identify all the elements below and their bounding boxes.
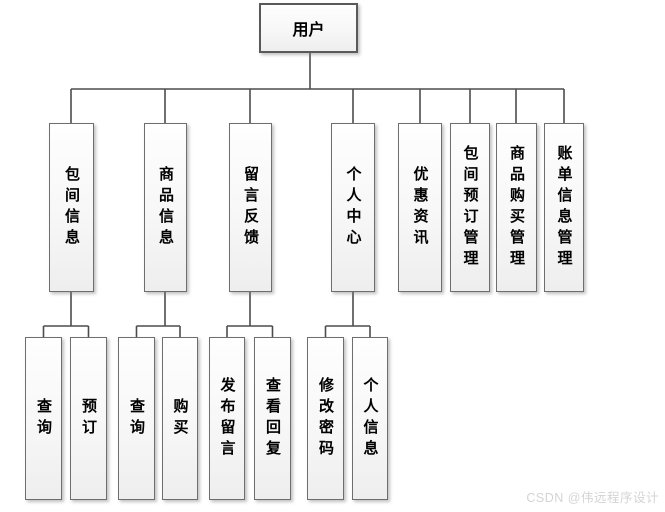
node-product-query: 查询: [118, 337, 155, 500]
node-product-info-label: 商品信息: [157, 165, 174, 250]
node-room-query-label: 查询: [35, 397, 52, 440]
node-change-password-label: 修改密码: [317, 376, 334, 461]
node-personal-center: 个人中心: [331, 123, 375, 292]
node-room-booking-mgmt: 包间预订管理: [450, 123, 490, 292]
connector-room-info-children: [42, 291, 90, 337]
node-bill-info-mgmt: 账单信息管理: [544, 123, 584, 292]
node-bill-info-mgmt-label: 账单信息管理: [555, 144, 573, 271]
node-product-buy: 购买: [162, 337, 198, 500]
node-product-buy-label: 购买: [171, 397, 189, 440]
node-room-reserve-label: 预订: [80, 397, 97, 440]
connector-product-info-children: [135, 291, 181, 337]
node-room-info: 包间信息: [49, 123, 94, 292]
node-discount-news-label: 优惠资讯: [411, 165, 429, 250]
connector-level2-drops: [70, 89, 565, 123]
node-post-message-label: 发布留言: [218, 376, 236, 461]
node-personal-info: 个人信息: [352, 337, 388, 500]
node-room-booking-mgmt-label: 包间预订管理: [461, 144, 479, 271]
node-product-purchase-mgmt: 商品购买管理: [496, 123, 537, 292]
node-post-message: 发布留言: [209, 337, 245, 500]
node-personal-info-label: 个人信息: [361, 376, 379, 461]
node-room-query: 查询: [25, 337, 62, 500]
connector-feedback-children: [226, 291, 274, 337]
node-discount-news: 优惠资讯: [398, 123, 442, 292]
node-product-query-label: 查询: [128, 397, 145, 440]
watermark-text: CSDN @伟远程序设计: [526, 491, 659, 505]
node-message-feedback: 留言反馈: [229, 123, 272, 292]
node-user-label: 用户: [292, 22, 325, 39]
node-change-password: 修改密码: [307, 337, 344, 500]
node-personal-center-label: 个人中心: [344, 165, 362, 250]
node-room-reserve: 预订: [70, 337, 107, 500]
node-room-info-label: 包间信息: [63, 165, 80, 250]
node-user: 用户: [259, 3, 358, 53]
node-product-info: 商品信息: [144, 123, 187, 292]
node-view-reply: 查看回复: [254, 337, 291, 500]
node-product-purchase-mgmt-label: 商品购买管理: [508, 144, 525, 271]
node-view-reply-label: 查看回复: [264, 376, 281, 461]
node-message-feedback-label: 留言反馈: [242, 165, 259, 250]
connector-personal-center-children: [324, 291, 371, 337]
